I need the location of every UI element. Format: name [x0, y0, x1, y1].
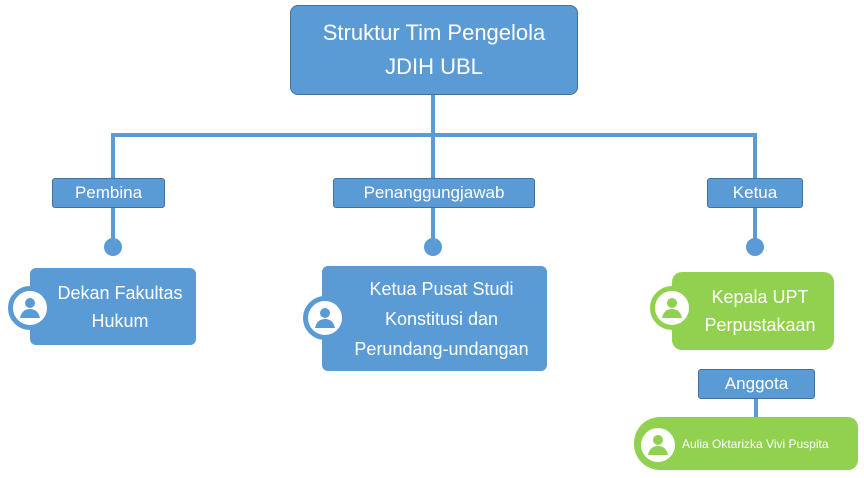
person-line2: Hukum [91, 310, 149, 331]
person-line2: Perpustakaan [704, 315, 816, 335]
card-pembina: Dekan Fakultas Hukum [30, 268, 196, 345]
person-line1: Ketua Pusat Studi [369, 278, 514, 299]
person-line2: Konstitusi dan [384, 308, 499, 329]
label-anggota: Anggota [698, 369, 815, 399]
connector-dot [424, 238, 442, 256]
label-pembina: Pembina [52, 178, 165, 208]
person-line1: Kepala UPT [711, 287, 809, 307]
card-penanggungjawab: Ketua Pusat Studi Konstitusi dan Perunda… [322, 266, 547, 371]
title-line1: Struktur Tim Pengelola [322, 20, 546, 45]
connector-dot [104, 238, 122, 256]
member-name: Aulia Oktarizka Vivi Puspita [682, 436, 829, 451]
card-ketua: Kepala UPT Perpustakaan [672, 272, 834, 350]
label-ketua: Ketua [707, 178, 803, 208]
label-penanggungjawab: Penanggungjawab [333, 178, 535, 208]
person-line1: Dekan Fakultas [57, 282, 183, 303]
connector [754, 398, 758, 418]
connector-dot [746, 238, 764, 256]
person-icon [8, 286, 52, 330]
person-icon [303, 296, 347, 340]
person-line3: Perundang-undangan [354, 338, 529, 359]
person-icon [641, 428, 675, 462]
title-box: Struktur Tim Pengelola JDIH UBL [290, 5, 578, 95]
person-icon [650, 286, 694, 330]
title-line2: JDIH UBL [385, 54, 483, 79]
connector [431, 95, 435, 137]
